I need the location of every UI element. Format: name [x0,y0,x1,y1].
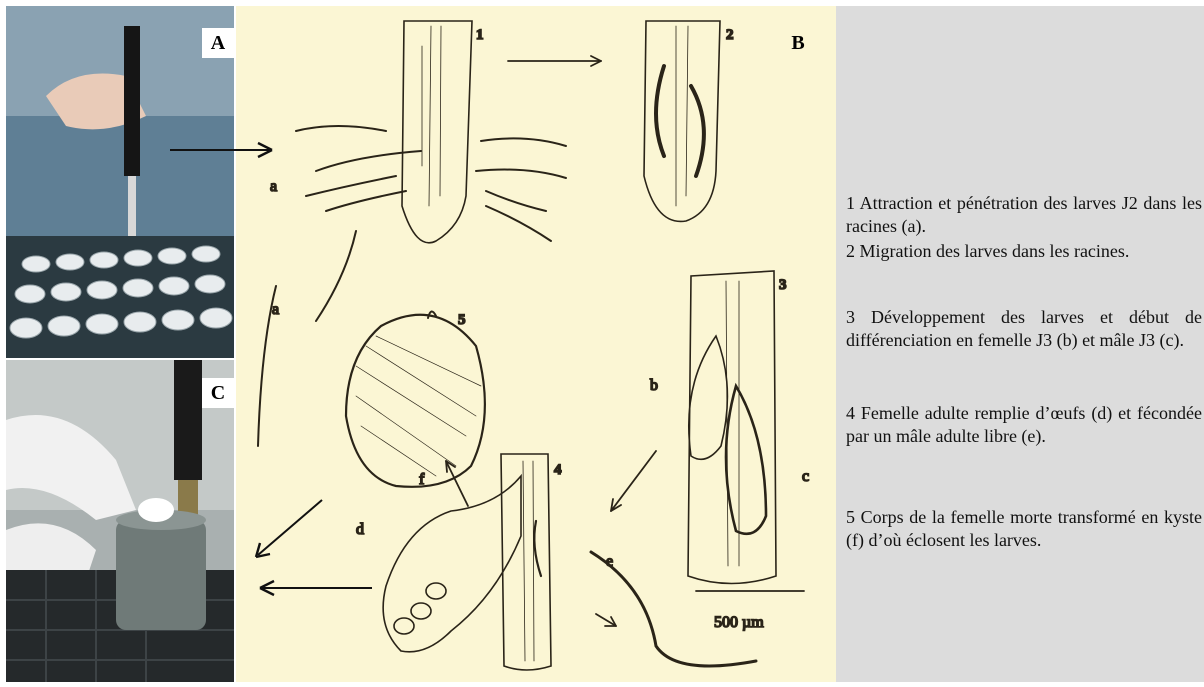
caption-stage-2: 2 Migration des larves dans les racines. [846,240,1202,263]
caption-stage-3: 3 Développement des larves et début de d… [846,306,1202,352]
caption-stage-4: 4 Femelle adulte remplie d’œufs (d) et f… [846,402,1202,448]
caption-stage-5: 5 Corps de la femelle morte transformé e… [846,506,1202,552]
caption-stage-1: 1 Attraction et pénétration des larves J… [846,192,1202,238]
caption-panel: 1 Attraction et pénétration des larves J… [836,6,1204,682]
